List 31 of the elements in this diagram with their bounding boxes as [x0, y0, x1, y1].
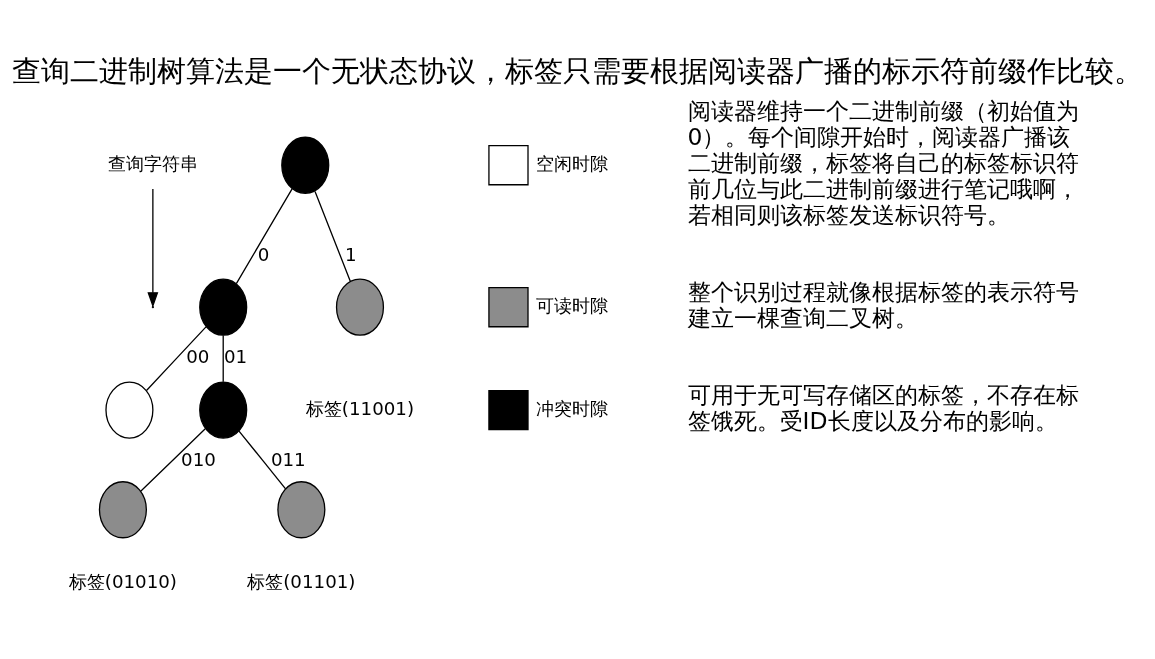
legend-label: 空闲时隙 [535, 152, 608, 174]
connector [314, 190, 351, 282]
arrow [147, 187, 159, 308]
node-circle [335, 278, 385, 336]
edge-label: 0 [257, 243, 270, 265]
node-circle [105, 380, 154, 439]
node-label: 标签(01101) [247, 570, 356, 592]
node-text: 查询字符串 [107, 152, 198, 174]
connector [145, 325, 207, 391]
label: 可用于无可写存储区的标签，不存在标签饿死。受ID长度以及分布的影响。 [687, 380, 1079, 435]
node-circle [277, 480, 326, 538]
connector [222, 334, 224, 382]
edge-label: 010 [181, 448, 216, 470]
legend-label: 可读时隙 [535, 294, 608, 316]
label: 整个识别过程就像根据标签的表示符号建立一棵查询二叉树。 [687, 277, 1079, 332]
connector [235, 187, 293, 284]
edge-label: 01 [223, 345, 248, 367]
edge-label: 011 [270, 448, 306, 470]
diagram-title: 查询二进制树算法是一个无状态协议，标签只需要根据阅读器广播的标示符前缀作比较。 [12, 53, 1143, 88]
node-label: 标签(11001) [305, 397, 415, 419]
connector [140, 427, 206, 492]
node-circle [281, 136, 330, 194]
node-circle [98, 480, 147, 538]
edge-label: 00 [186, 345, 210, 367]
node-circle [199, 278, 248, 336]
connector [238, 429, 287, 489]
label: 阅读器维持一个二进制前缀（初始值为0）。每个间隙开始时，阅读器广播该二进制前缀，标签将自己的标签标识符前几位与此二进制前缀进行笔记哦啊，若相同则该标签发送标识符号。 [687, 96, 1079, 229]
node-label: 标签(01010) [68, 570, 178, 592]
legend-label: 冲突时隙 [535, 397, 608, 419]
edge-label: 1 [345, 243, 357, 265]
node-circle [199, 380, 248, 439]
